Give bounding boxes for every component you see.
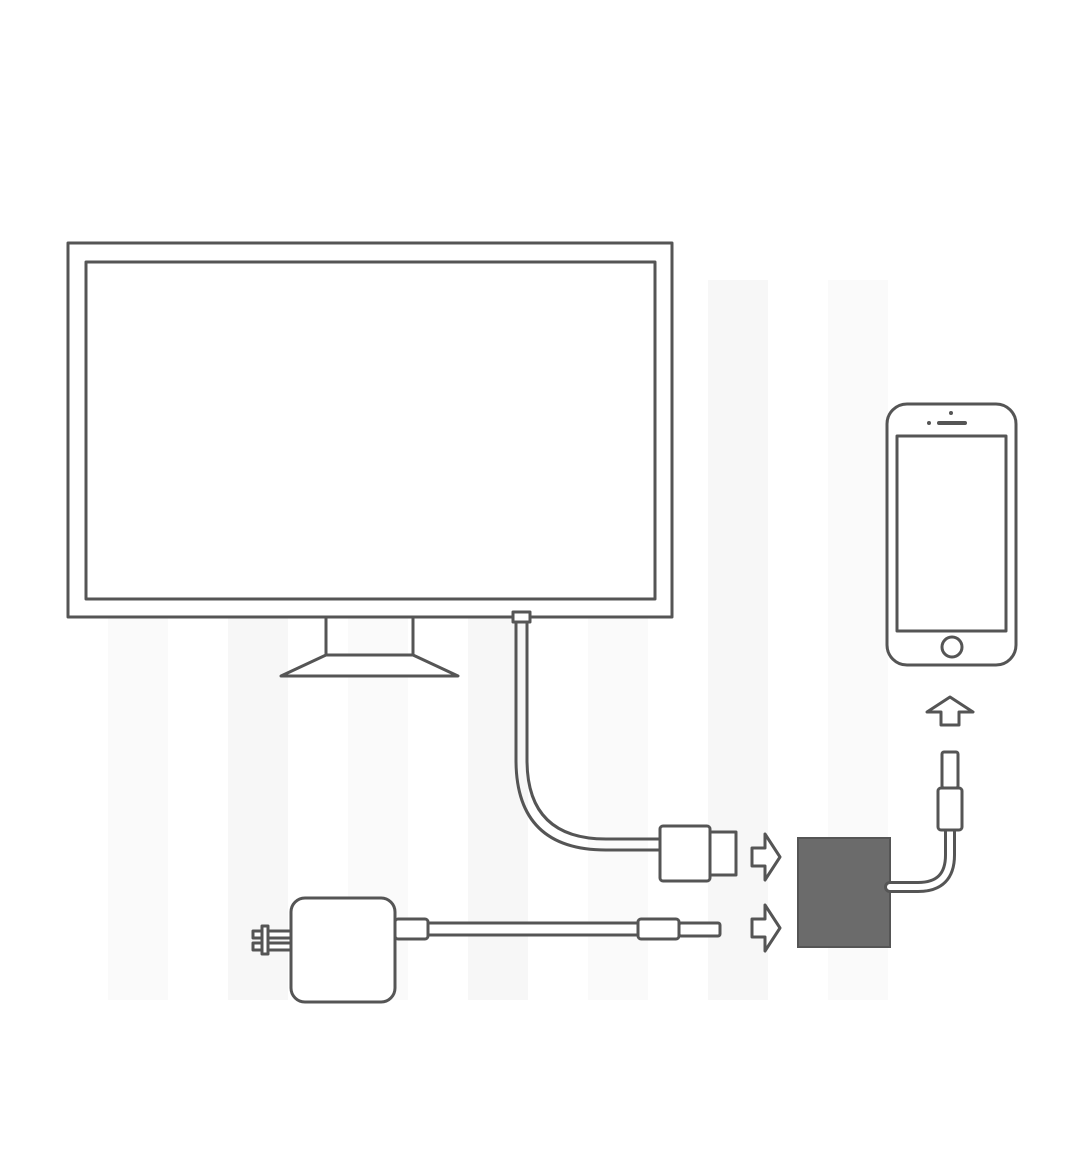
lightning-cable xyxy=(393,917,722,941)
lightning-plug-icon xyxy=(677,921,722,938)
av-adapter-icon xyxy=(797,750,964,948)
hdmi-cable xyxy=(511,610,738,883)
hdmi-plug-icon xyxy=(658,824,738,883)
tv-monitor-icon xyxy=(66,241,674,678)
arrow-hdmi-to-adapter xyxy=(750,832,782,882)
smartphone-icon xyxy=(885,402,1018,667)
arrow-adapter-to-phone xyxy=(925,695,975,727)
arrow-power-to-adapter xyxy=(750,903,782,953)
power-adapter-icon xyxy=(251,896,397,1004)
